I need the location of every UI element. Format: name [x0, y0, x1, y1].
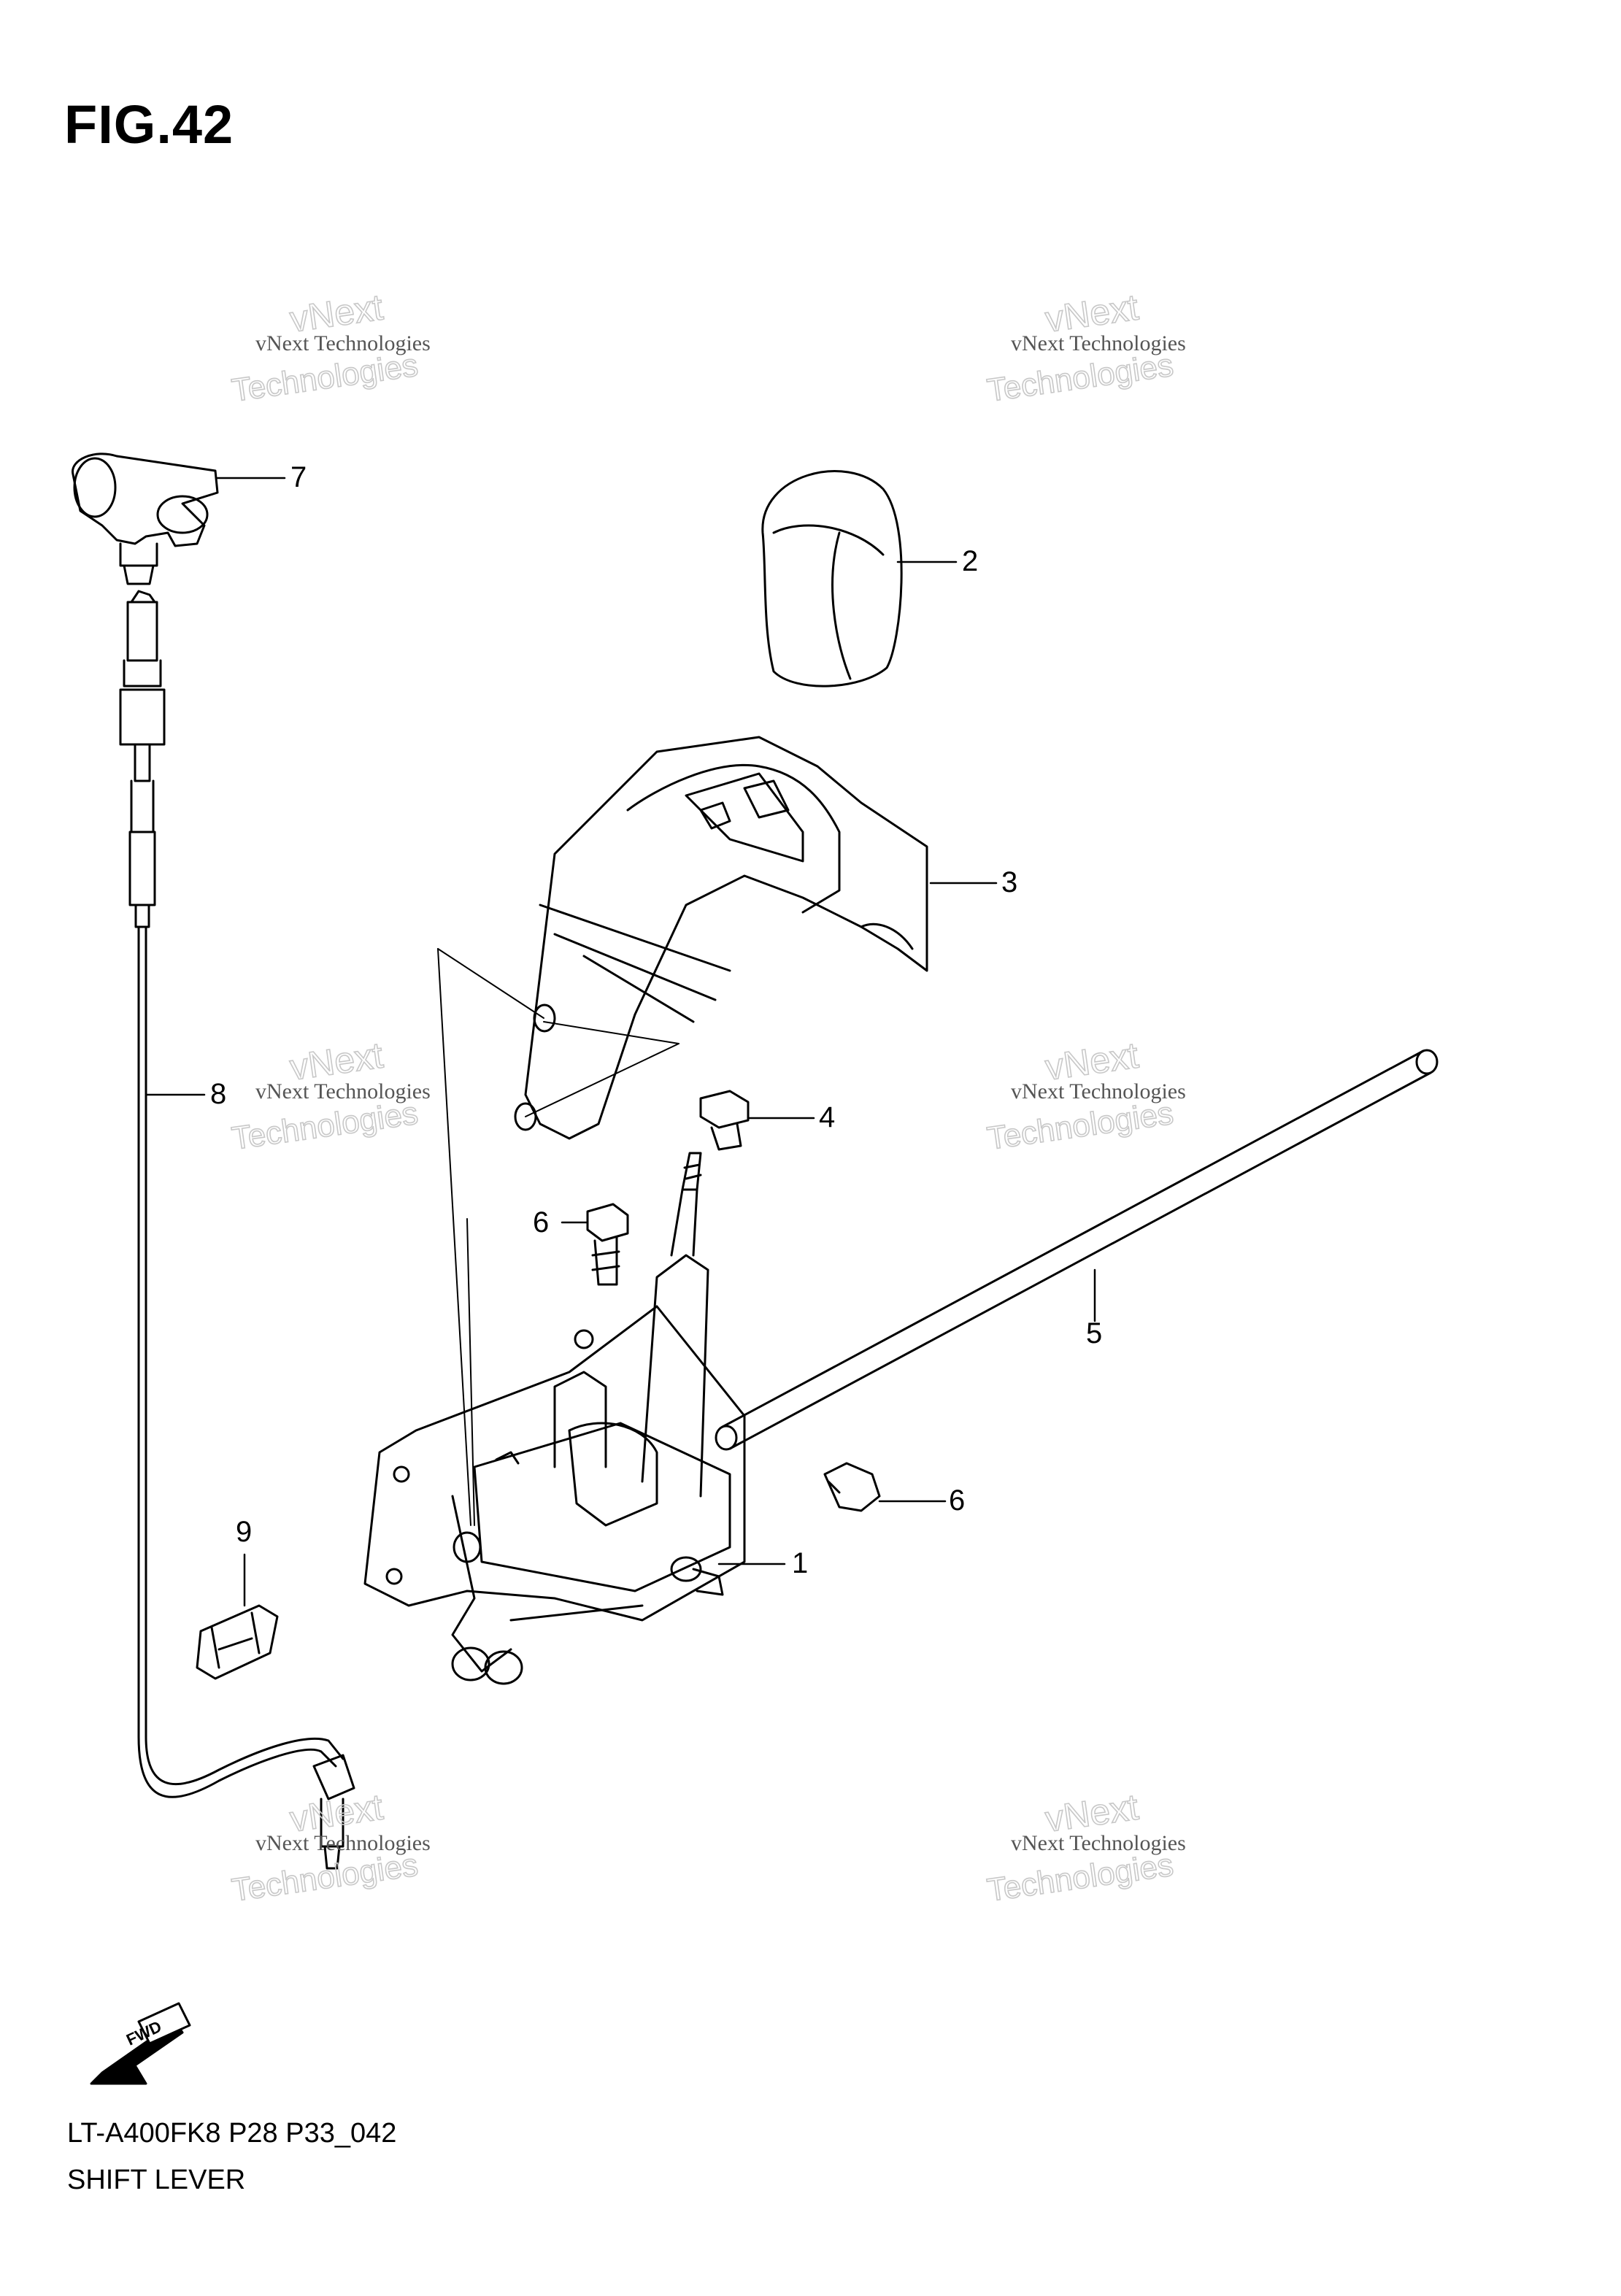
part-1-shift-lever-assembly [363, 1152, 746, 1685]
callout-labels: 1 2 3 4 5 6 6 7 8 9 FWD [123, 461, 1102, 2049]
callout-1: 1 [792, 1547, 808, 1579]
fwd-arrow-icon [90, 2002, 191, 2085]
model-code: LT-A400FK8 P28 P33_042 [67, 2118, 397, 2149]
svg-text:Technologies: Technologies [985, 347, 1176, 409]
svg-text:Technologies: Technologies [985, 1095, 1176, 1157]
watermark-mid-right: vNext vNext Technologies Technologies [985, 1034, 1186, 1157]
part-3-shift-cover [514, 736, 928, 1140]
figure-name: SHIFT LEVER [67, 2165, 246, 2195]
watermark-top-right: vNext vNext Technologies Technologies [985, 286, 1186, 409]
svg-text:vNext Technologies: vNext Technologies [255, 1079, 431, 1103]
svg-text:vNext Technologies: vNext Technologies [1011, 331, 1186, 355]
svg-text:vNext Technologies: vNext Technologies [1011, 1831, 1186, 1855]
callout-leaders [145, 477, 1096, 1607]
callout-6-right: 6 [949, 1484, 965, 1517]
callout-6-upper: 6 [533, 1206, 549, 1238]
part-6-bolt-right [823, 1462, 881, 1512]
figure-title: FIG.42 [64, 94, 234, 155]
part-9-clamp [196, 1604, 279, 1680]
callout-8: 8 [210, 1078, 226, 1110]
svg-text:Technologies: Technologies [985, 1847, 1176, 1908]
callout-5: 5 [1086, 1317, 1102, 1349]
svg-text:Technologies: Technologies [230, 347, 420, 409]
part-5-shift-rod [715, 1049, 1439, 1451]
alignment-lines [437, 948, 679, 1526]
part-7-cable-end-housing [72, 452, 219, 585]
callout-7: 7 [290, 461, 307, 493]
part-6-bolt-upper [586, 1203, 629, 1286]
part-2-shift-knob [761, 470, 903, 687]
watermark-top-left: vNext vNext Technologies Technologies [229, 286, 431, 409]
watermark-bottom-right: vNext vNext Technologies Technologies [985, 1786, 1186, 1909]
callout-4: 4 [819, 1101, 835, 1133]
part-4-bolt [699, 1090, 750, 1151]
watermarks: vNext vNext Technologies Technologies vN… [229, 286, 1186, 1909]
part-8-shift-cable [119, 590, 355, 1870]
svg-text:vNext Technologies: vNext Technologies [255, 1831, 431, 1855]
svg-text:vNext Technologies: vNext Technologies [1011, 1079, 1186, 1103]
watermark-bottom-left: vNext vNext Technologies Technologies [229, 1786, 431, 1909]
callout-9: 9 [236, 1516, 252, 1548]
svg-text:Technologies: Technologies [230, 1095, 420, 1157]
callout-2: 2 [962, 545, 978, 577]
callout-3: 3 [1001, 866, 1017, 898]
svg-text:vNext Technologies: vNext Technologies [255, 331, 431, 355]
watermark-mid-left: vNext vNext Technologies Technologies [229, 1034, 431, 1157]
